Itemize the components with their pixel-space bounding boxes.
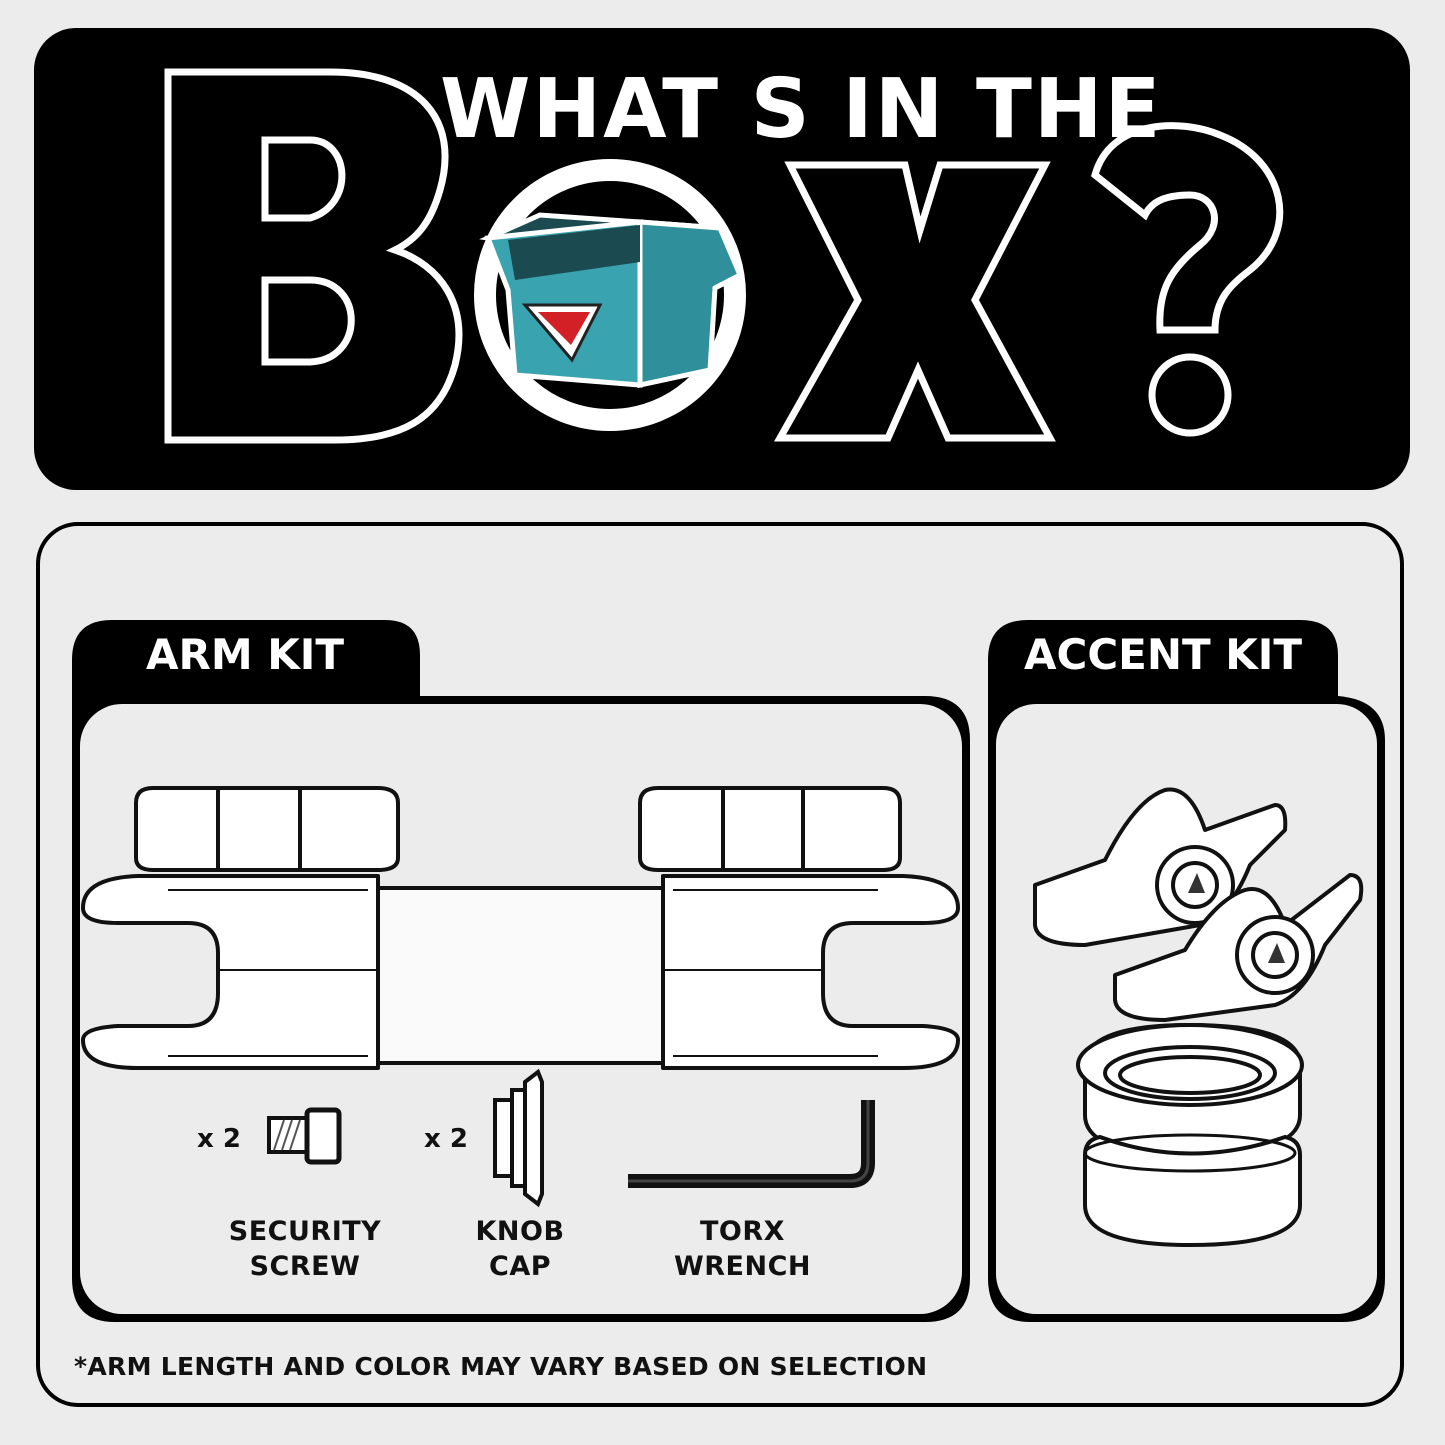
letter-o-ring [474,159,746,431]
accent-kit-title: ACCENT KIT [1024,630,1303,679]
contents-panel [36,522,1404,1407]
double-socket-arm-icon [81,786,960,1070]
header-title: WHAT S IN THE [440,62,1163,157]
footnote: *ARM LENGTH AND COLOR MAY VARY BASED ON … [74,1352,928,1381]
ring-icon [1083,1133,1302,1248]
screw-label-line1: SECURITY [228,1216,382,1247]
torx-wrench-label-line2: WRENCH [673,1251,812,1282]
torx-wrench-label-line1: TORX [700,1216,785,1247]
torx-wrench-label: TORX WRENCH [650,1214,835,1284]
screw-label: SECURITY SCREW [215,1214,395,1284]
arm-kit-title: ARM KIT [146,630,345,679]
knob-cap-label: KNOB CAP [450,1214,590,1284]
ring-icon [1076,1022,1304,1158]
screw-label-line2: SCREW [249,1251,361,1282]
screw-icon [267,1107,342,1165]
letter-b-outline [164,68,463,444]
box-icon [479,212,745,389]
knob-cap-label-line2: CAP [489,1251,551,1282]
torx-wrench-icon [628,1100,875,1188]
question-mark-outline [1091,122,1284,437]
big-title-graphic [164,68,1284,444]
wing-knob-icon [1113,873,1364,1022]
logo-icon [521,303,603,363]
knob-cap-icon [493,1068,544,1208]
accent-kit-illustration [1033,787,1364,1248]
letter-x-outline [774,161,1056,442]
screw-qty: x 2 [197,1124,241,1154]
knob-cap-qty: x 2 [424,1124,468,1154]
knob-cap-label-line1: KNOB [475,1216,565,1247]
